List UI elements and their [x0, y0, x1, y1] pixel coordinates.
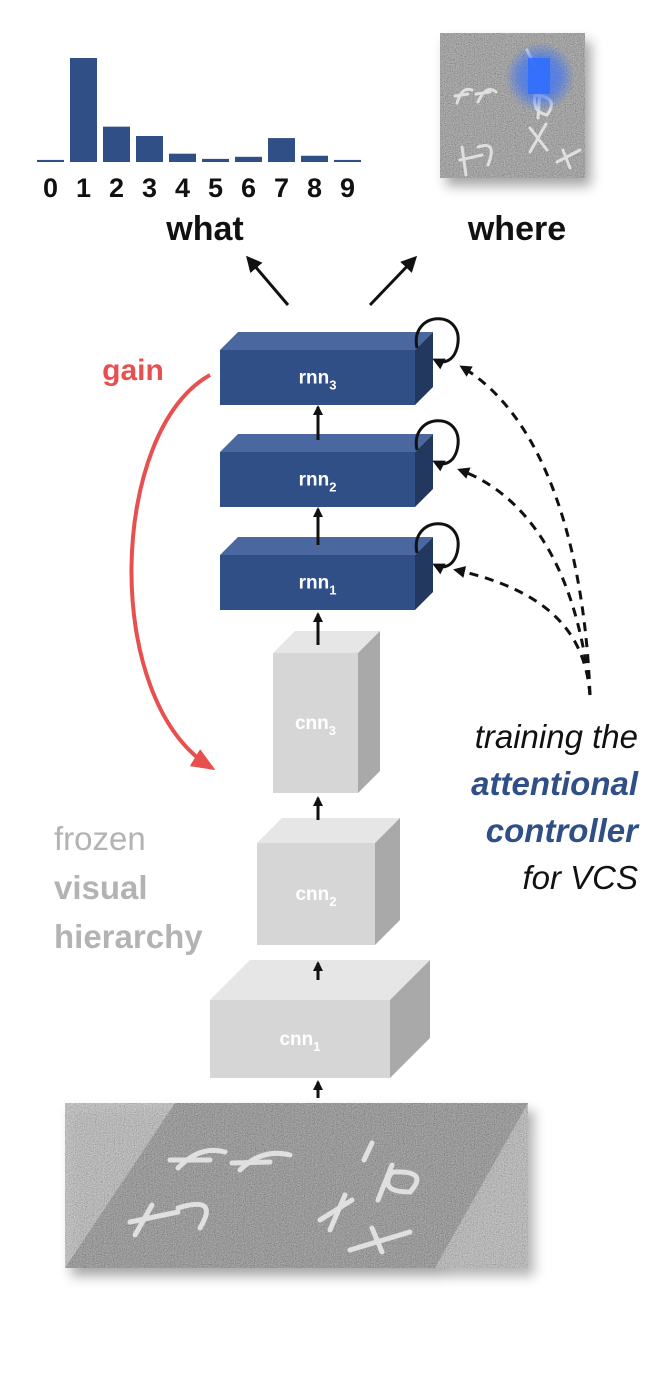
histogram-bar-7	[268, 138, 295, 162]
where-label: where	[467, 210, 566, 248]
cnn-block-top	[257, 818, 400, 843]
histogram-tick-5: 5	[208, 173, 223, 203]
controller-line2: attentional	[471, 765, 639, 802]
recurrence-loop-2	[414, 419, 460, 472]
input-image	[65, 1103, 528, 1268]
rnn-block-top	[220, 434, 433, 452]
cnn-block-subscript: 1	[313, 1039, 320, 1054]
controller-arrow-rnn2	[457, 467, 592, 696]
hierarchy-label: hierarchy	[54, 918, 203, 955]
rnn-block-3: rnn3	[220, 317, 460, 405]
rnn-block-subscript: 3	[329, 378, 336, 393]
cnn-block-side	[390, 960, 430, 1078]
frozen-label: frozen	[54, 820, 146, 857]
rnn-block-top	[220, 332, 433, 350]
histogram-tick-7: 7	[274, 173, 289, 203]
cnn-block-2: cnn2	[257, 818, 400, 945]
controller-arrow-rnn1	[453, 566, 592, 696]
histogram-bar-8	[301, 155, 328, 162]
histogram-tick-0: 0	[43, 173, 58, 203]
recurrence-loop-3	[414, 317, 460, 370]
what-label: what	[165, 210, 243, 248]
cnn-block-subscript: 2	[329, 894, 336, 909]
cnn-block-top	[210, 960, 430, 1000]
rnn-block-front	[220, 555, 415, 610]
histogram-tick-2: 2	[109, 173, 124, 203]
histogram-tick-6: 6	[241, 173, 256, 203]
gain-label: gain	[102, 354, 164, 387]
where-output-arrow	[368, 255, 418, 307]
rnn-block-subscript: 1	[329, 583, 336, 598]
rnn-block-side	[415, 434, 433, 507]
cnn-block-front	[210, 1000, 390, 1078]
histogram-bar-4	[169, 153, 196, 162]
visual-label: visual	[54, 869, 148, 906]
controller-line4: for VCS	[522, 859, 638, 896]
network-blocks: rnn3 rnn2 rnn1 cnn3 cnn2 cnn1	[210, 317, 460, 1098]
rnn-block-side	[415, 537, 433, 610]
histogram-bar-0	[37, 159, 64, 162]
histogram-bar-2	[103, 126, 130, 162]
histogram-bar-1	[70, 58, 97, 162]
rnn-block-1: rnn1	[220, 522, 460, 610]
histogram-tick-1: 1	[76, 173, 91, 203]
cnn-block-3: cnn3	[273, 631, 380, 793]
cnn-block-front	[257, 843, 375, 945]
recurrence-loop-1	[414, 522, 460, 575]
rnn-block-2: rnn2	[220, 419, 460, 507]
cnn-block-1: cnn1	[210, 960, 430, 1078]
controller-arrow-rnn3	[459, 365, 592, 696]
histogram-bar-6	[235, 156, 262, 162]
rnn-block-side	[415, 332, 433, 405]
controller-line3: controller	[486, 812, 640, 849]
cnn-block-top	[273, 631, 380, 653]
cnn-block-side	[358, 631, 380, 793]
histogram-tick-8: 8	[307, 173, 322, 203]
rnn-block-top	[220, 537, 433, 555]
histogram-bar-3	[136, 136, 163, 162]
input-digit-strokes	[127, 1140, 420, 1255]
histogram-bar-9	[334, 159, 361, 162]
where-glimpse-image	[440, 33, 585, 178]
rnn-block-front	[220, 350, 415, 405]
histogram-bar-5	[202, 158, 229, 162]
histogram-tick-3: 3	[142, 173, 157, 203]
rnn-block-front	[220, 452, 415, 507]
controller-arrows	[453, 365, 592, 696]
histogram-tick-9: 9	[340, 173, 355, 203]
gain-arrow	[129, 373, 216, 771]
cnn-block-front	[273, 653, 358, 793]
attention-fovea	[528, 58, 550, 94]
histogram-tick-4: 4	[175, 173, 190, 203]
rnn-block-subscript: 2	[329, 480, 336, 495]
controller-line1: training the	[475, 718, 638, 755]
cnn-block-side	[375, 818, 400, 945]
what-output-arrow	[246, 255, 290, 306]
cnn-block-subscript: 3	[329, 723, 336, 738]
